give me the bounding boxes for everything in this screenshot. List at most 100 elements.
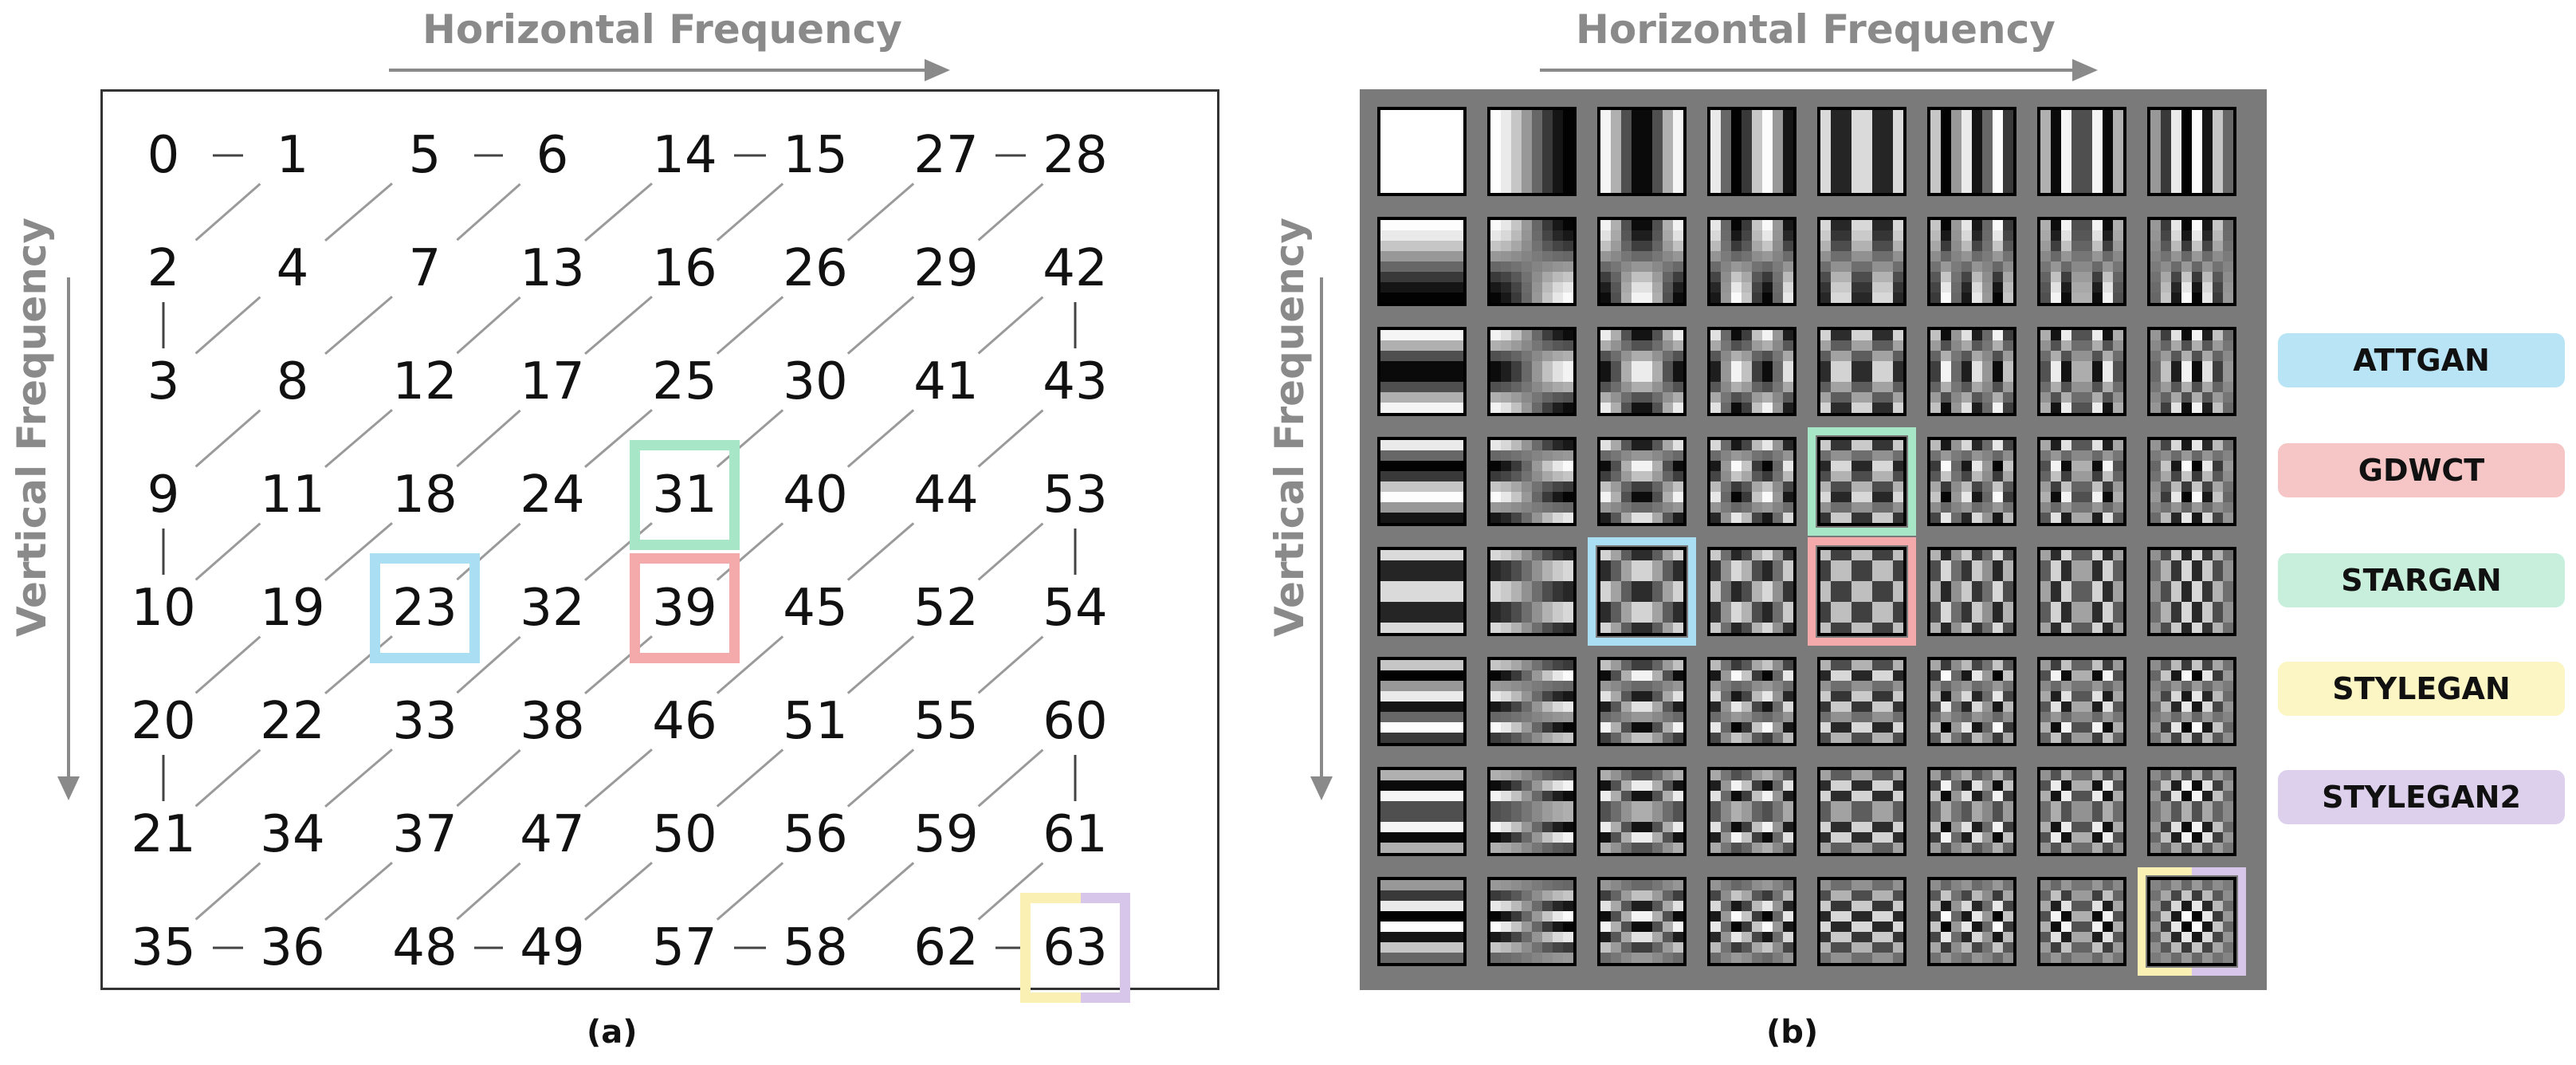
zigzag-index-cell: 0 [147, 126, 180, 185]
zigzag-index-cell: 27 [913, 126, 979, 185]
dct-basis-cell [1487, 327, 1577, 416]
dct-basis-cell [1597, 877, 1687, 966]
zigzag-index-cell: 8 [276, 352, 309, 411]
dct-basis-cell [1707, 437, 1797, 526]
dct-basis-image [1820, 440, 1903, 523]
zigzag-link [456, 862, 521, 921]
zigzag-link [977, 183, 1044, 242]
dct-basis-cell [1817, 657, 1906, 746]
dct-basis-cell [1927, 877, 2016, 966]
zigzag-link [716, 296, 784, 355]
dct-basis-image [1930, 110, 2013, 193]
dct-basis-cell [1377, 657, 1467, 746]
dct-basis-image [1490, 440, 1573, 523]
zigzag-link [194, 522, 261, 581]
dct-basis-cell [1817, 217, 1906, 306]
zigzag-index-cell: 6 [536, 126, 569, 185]
dct-basis-cell [1597, 547, 1687, 636]
dct-basis-cell [2037, 767, 2126, 856]
legend-item-stylegan: STYLEGAN [2278, 662, 2565, 716]
dct-basis-image [1710, 110, 1793, 193]
dct-basis-cell [1707, 877, 1797, 966]
horizontal-arrow-b [1540, 59, 2098, 81]
horizontal-frequency-label-a: Horizontal Frequency [422, 6, 902, 53]
zigzag-index-cell: 59 [913, 805, 979, 864]
dct-basis-cell [1817, 877, 1906, 966]
zigzag-link [846, 522, 915, 581]
dct-basis-image [1380, 220, 1463, 303]
zigzag-index-cell: 3 [147, 352, 180, 411]
caption-b: (b) [1766, 1014, 1819, 1051]
zigzag-index-cell: 49 [520, 918, 585, 977]
zigzag-index-cell: 48 [392, 918, 457, 977]
dct-basis-cell [1377, 767, 1467, 856]
dct-basis-cell [1817, 767, 1906, 856]
dct-basis-image [1490, 660, 1573, 743]
dct-basis-image [1820, 110, 1903, 193]
zigzag-index-cell: 63 [1043, 918, 1108, 977]
dct-basis-cell [1597, 107, 1687, 196]
dct-basis-image [1380, 110, 1463, 193]
dct-basis-cell [1927, 657, 2016, 746]
zigzag-index-cell: 40 [783, 466, 848, 525]
zigzag-link [584, 635, 653, 695]
dct-basis-cell [1377, 327, 1467, 416]
zigzag-index-cell: 37 [392, 805, 457, 864]
zigzag-link [846, 183, 915, 242]
legend-item-stargan: STARGAN [2278, 553, 2565, 607]
zigzag-link [324, 295, 393, 356]
zigzag-index-cell: 58 [783, 918, 848, 977]
zigzag-index-cell: 53 [1043, 466, 1108, 525]
dct-basis-image [1930, 770, 2013, 853]
dct-basis-image [1600, 220, 1683, 303]
dct-basis-image [1710, 880, 1793, 963]
zigzag-link [456, 749, 521, 808]
zigzag-index-cell: 39 [652, 579, 717, 638]
zigzag-link [716, 635, 784, 694]
dct-basis-cell [2147, 437, 2236, 526]
dct-basis-image [1600, 880, 1683, 963]
zigzag-link [977, 409, 1044, 468]
zigzag-index-cell: 13 [520, 239, 585, 298]
zigzag-link [716, 749, 784, 808]
dct-basis-image [2040, 220, 2123, 303]
dct-basis-image [2150, 550, 2233, 633]
dct-basis-cell [1817, 547, 1906, 636]
zigzag-link [456, 296, 521, 355]
zigzag-index-cell: 62 [913, 918, 979, 977]
zigzag-link [194, 296, 261, 355]
zigzag-index-cell: 43 [1043, 352, 1108, 411]
zigzag-link [584, 521, 653, 582]
dct-basis-cell [2147, 217, 2236, 306]
zigzag-index-cell: 14 [652, 126, 717, 185]
dct-basis-image [2150, 770, 2233, 853]
dct-basis-cell [1817, 437, 1906, 526]
dct-basis-image [1490, 110, 1573, 193]
zigzag-index-cell: 45 [783, 579, 848, 638]
zigzag-index-cell: 29 [913, 239, 979, 298]
dct-basis-cell [2147, 657, 2236, 746]
zigzag-index-cell: 51 [783, 692, 848, 751]
dct-basis-image [1490, 550, 1573, 633]
dct-basis-cell [1707, 107, 1797, 196]
dct-basis-image [2150, 330, 2233, 413]
zigzag-link [194, 635, 261, 694]
vertical-arrow-a [57, 277, 80, 800]
zigzag-index-cell: 16 [652, 239, 717, 298]
dct-basis-cell [1927, 767, 2016, 856]
zigzag-index-cell: 26 [783, 239, 848, 298]
dct-basis-image [2040, 440, 2123, 523]
dct-basis-image [2040, 770, 2123, 853]
zigzag-index-cell: 47 [520, 805, 585, 864]
zigzag-link [584, 748, 653, 808]
zigzag-link [456, 635, 521, 694]
dct-basis-cell [2147, 107, 2236, 196]
zigzag-link [194, 862, 261, 921]
zigzag-link [584, 408, 653, 469]
dct-basis-image [1380, 330, 1463, 413]
zigzag-index-cell: 7 [408, 239, 442, 298]
vertical-frequency-label-b: Vertical Frequency [1266, 217, 1313, 637]
dct-basis-image [1820, 220, 1903, 303]
zigzag-link [977, 862, 1044, 921]
dct-basis-image [1820, 770, 1903, 853]
